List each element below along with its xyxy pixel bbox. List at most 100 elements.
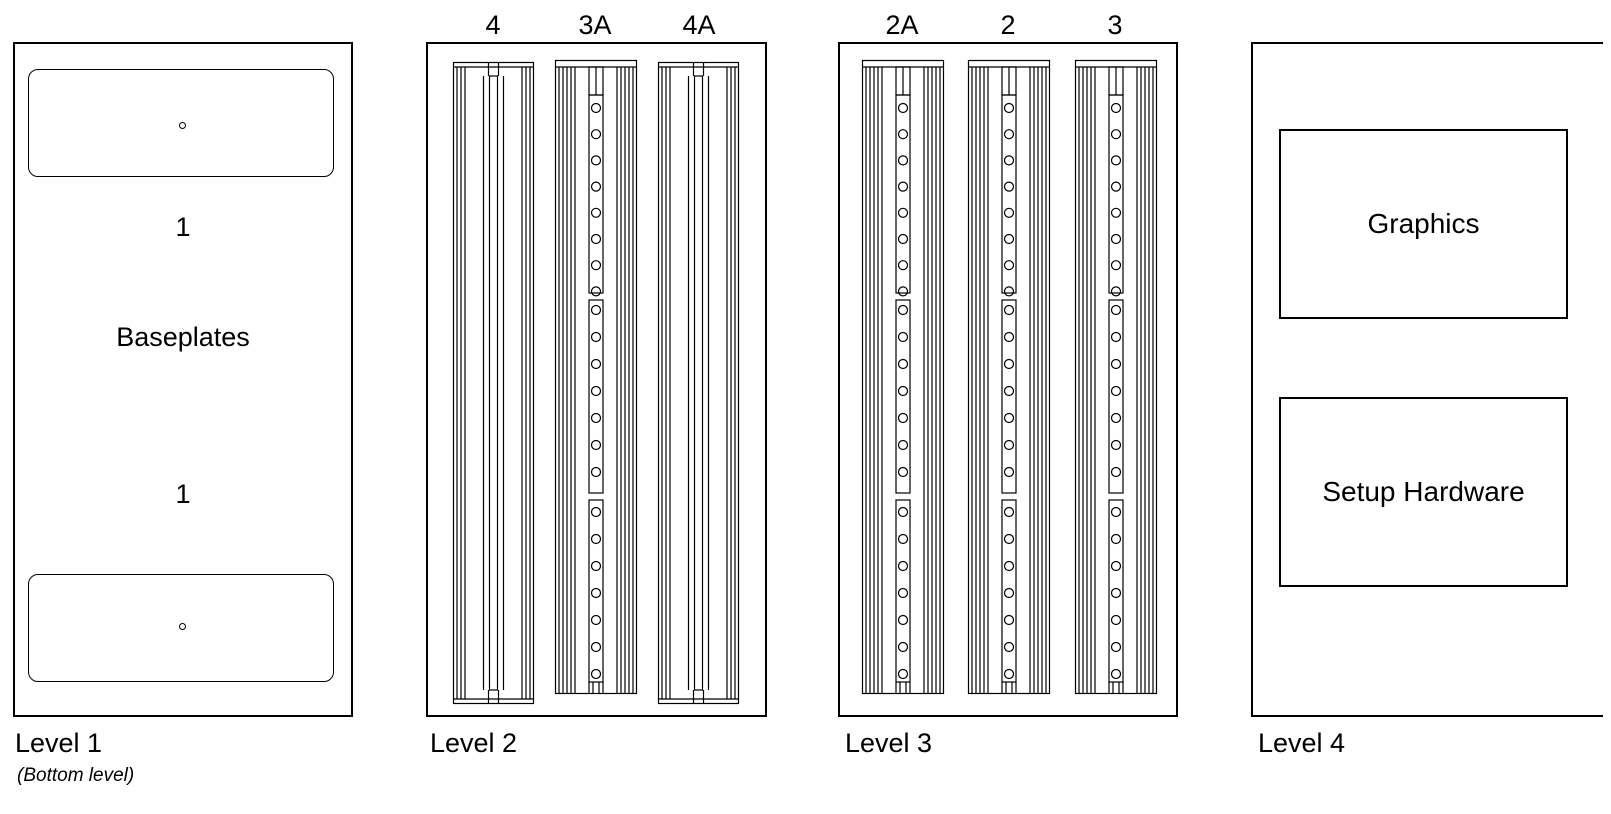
column-label: 4 [485, 10, 501, 40]
rail-hole [897, 181, 909, 192]
baseplate-bottom-count: 1 [175, 479, 191, 509]
rail-hole [1003, 560, 1015, 572]
rail-hole [590, 260, 602, 271]
rail-outline [967, 59, 1051, 695]
rail-hole [1110, 466, 1122, 478]
level-4-label: Level 4 [1258, 728, 1346, 758]
rail-outline [452, 61, 535, 705]
rail-hole [1110, 412, 1122, 424]
rail-hole [590, 614, 602, 626]
rail-hole [1110, 102, 1122, 114]
baseplates-title: Baseplates [116, 322, 250, 352]
rail-hole [590, 181, 602, 192]
level-1-label: Level 1 [15, 728, 103, 758]
rail-hole [1003, 102, 1015, 114]
rail-hole [590, 641, 602, 653]
setup-hardware-box: Setup Hardware [1279, 397, 1568, 587]
baseplate-bottom [28, 574, 334, 682]
rail-hole [1003, 385, 1015, 397]
rail-hole [590, 668, 602, 680]
rail-hole [1003, 614, 1015, 626]
column-label: 2A [885, 10, 919, 40]
rail-hole [1110, 304, 1122, 316]
rail-slot [693, 75, 704, 691]
rail-outline [1074, 59, 1158, 695]
rail-hole [1003, 155, 1015, 166]
rail-hole [897, 641, 909, 653]
level-3-label: Level 3 [845, 728, 933, 758]
rail-hole [590, 331, 602, 343]
rail-hole [1003, 181, 1015, 192]
rail-hole [1110, 587, 1122, 599]
rail-slot [488, 75, 499, 691]
rail-hole [897, 155, 909, 166]
rail-hole [897, 207, 909, 218]
rail-hole [1110, 560, 1122, 572]
rail-hole [897, 614, 909, 626]
rail-hole [897, 506, 909, 518]
baseplate-top [28, 69, 334, 177]
column-label: 3 [1107, 10, 1123, 40]
rail-hole [1110, 439, 1122, 451]
rail-hole [590, 155, 602, 166]
rail-hole-strip [1001, 94, 1017, 294]
rail-hole [897, 412, 909, 424]
rail-hole [1003, 331, 1015, 343]
rail-hole [1110, 260, 1122, 271]
rail-hole [590, 207, 602, 218]
rail-hole [897, 233, 909, 245]
rail-hole [590, 358, 602, 370]
column-label: 2 [1000, 10, 1016, 40]
rail-hole [1110, 207, 1122, 218]
rail-hole [590, 439, 602, 451]
rail-hole [1110, 233, 1122, 245]
rail-hole-strip [588, 94, 604, 294]
rail-hole [1003, 129, 1015, 140]
rail-hole [1110, 641, 1122, 653]
rail-hole [1003, 668, 1015, 680]
rail-hole [590, 533, 602, 545]
rail-hole-strip [1001, 299, 1017, 494]
rail-hole-strip [1108, 94, 1124, 294]
rail-hole [897, 466, 909, 478]
rail-hole [1110, 181, 1122, 192]
level-4-panel: Graphics Setup Hardware [1251, 42, 1603, 717]
rail-hole [897, 587, 909, 599]
rail-hole [1110, 668, 1122, 680]
column-label: 4A [682, 10, 716, 40]
rail-hole-strip [895, 94, 911, 294]
rail-hole [590, 466, 602, 478]
rail-hole [897, 129, 909, 140]
rail-hole-strip [588, 499, 604, 683]
baseplate-hole [179, 122, 186, 129]
rail-hole [1003, 439, 1015, 451]
rail-outline [861, 59, 945, 695]
rail-hole [1003, 233, 1015, 245]
level-1-panel: 1 Baseplates 1 [13, 42, 353, 717]
graphics-box: Graphics [1279, 129, 1568, 319]
rail-outline [657, 61, 740, 705]
rail-hole [897, 560, 909, 572]
rail-holed [554, 59, 638, 695]
rail-plain [657, 61, 740, 705]
rail-hole [897, 668, 909, 680]
rail-hole [897, 439, 909, 451]
column-label: 3A [578, 10, 612, 40]
rail-hole [590, 286, 602, 297]
rail-hole [590, 560, 602, 572]
level-3-panel [838, 42, 1178, 717]
rail-hole [1110, 155, 1122, 166]
rail-hole [1003, 286, 1015, 297]
rail-hole [590, 587, 602, 599]
rail-hole [897, 304, 909, 316]
rail-hole [1110, 358, 1122, 370]
rail-hole [590, 506, 602, 518]
rail-hole [1003, 587, 1015, 599]
rail-hole-strip [895, 299, 911, 494]
rail-holed [967, 59, 1051, 695]
rail-hole-strip [588, 299, 604, 494]
rail-outline [554, 59, 638, 695]
rail-hole-strip [895, 499, 911, 683]
rail-hole [897, 331, 909, 343]
rail-hole [1003, 358, 1015, 370]
